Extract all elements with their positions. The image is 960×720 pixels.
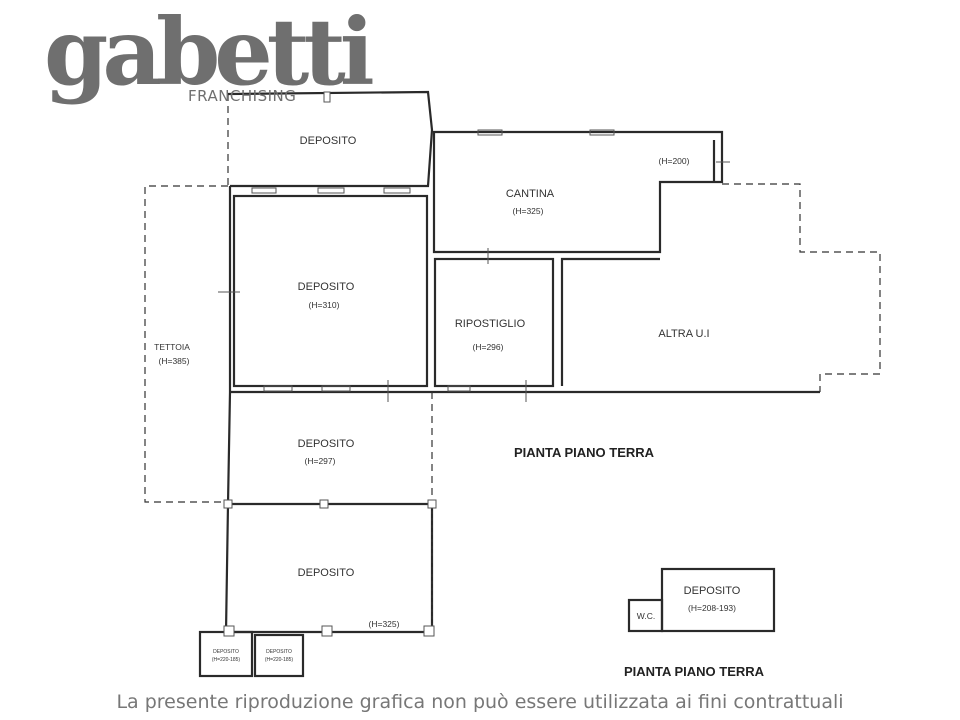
gabetti-logo: gabetti	[44, 0, 375, 106]
label-small-deposito-1-height: (H=220-185)	[211, 657, 241, 663]
label-deposito-low-height: (H=325)	[368, 619, 400, 629]
label-cantina: CANTINA	[505, 188, 555, 200]
wall-ripostiglio	[433, 257, 555, 388]
label-small-deposito-1: DEPOSITO	[213, 649, 239, 655]
plan-title-second: PIANTA PIANO TERRA	[623, 664, 765, 679]
label-altra-ui: ALTRA U.I	[658, 328, 710, 340]
label-ripostiglio-height: (H=296)	[472, 342, 504, 352]
gabetti-logo-subtitle: FRANCHISING	[188, 87, 297, 105]
label-deposito-detached-height: (H=208-193)	[688, 603, 736, 613]
label-deposito-mid-height: (H=297)	[304, 456, 336, 466]
label-deposito-mid: DEPOSITO	[297, 438, 355, 450]
label-cantina-height: (H=325)	[512, 206, 544, 216]
label-small-deposito-2-height: (H=220-185)	[264, 657, 294, 663]
altra-outline	[722, 183, 881, 392]
disclaimer-footer: La presente riproduzione grafica non può…	[116, 691, 844, 713]
label-small-deposito-2: DEPOSITO	[266, 649, 292, 655]
wall-wc	[627, 598, 664, 633]
label-deposito-main-height: (H=310)	[308, 300, 340, 310]
wall-cantina	[432, 130, 724, 254]
plan-title-main: PIANTA PIANO TERRA	[513, 445, 655, 460]
label-deposito-top: DEPOSITO	[299, 135, 357, 147]
label-ripostiglio: RIPOSTIGLIO	[454, 318, 526, 330]
wall-deposito-top	[227, 90, 434, 188]
label-deposito-detached: DEPOSITO	[683, 585, 741, 597]
wall-altra	[560, 257, 660, 386]
label-tettoia-height: (H=385)	[158, 356, 190, 366]
wall-small-deposito-2	[253, 633, 305, 678]
wall-deposito-detached	[660, 567, 776, 633]
label-wc: W.C.	[636, 611, 656, 621]
label-deposito-main: DEPOSITO	[297, 281, 355, 293]
label-tettoia: TETTOIA	[154, 342, 190, 352]
label-deposito-low: DEPOSITO	[297, 567, 355, 579]
tettoia-outline	[144, 185, 228, 503]
label-cantina-height-2: (H=200)	[658, 156, 690, 166]
